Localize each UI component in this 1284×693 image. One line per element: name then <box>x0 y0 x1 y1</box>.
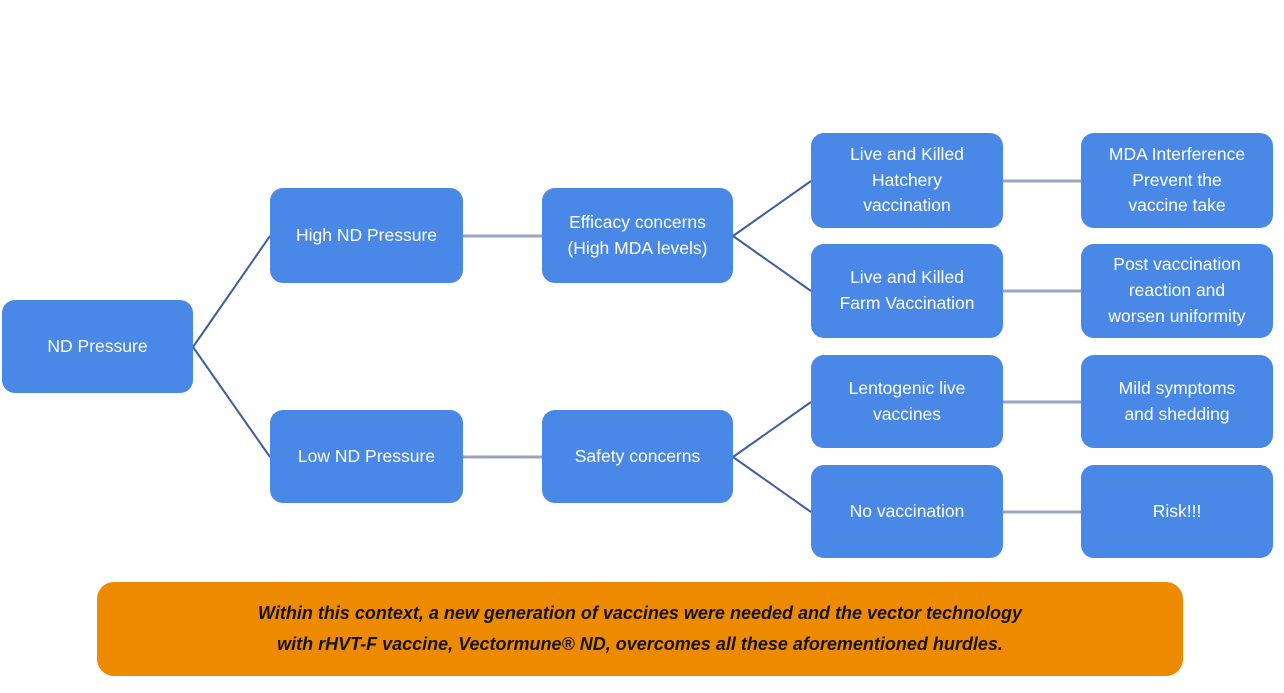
node-safety-concerns: Safety concerns <box>542 410 733 503</box>
node-mda-interference: MDA Interference Prevent the vaccine tak… <box>1081 133 1273 228</box>
connector-root-low <box>192 346 271 458</box>
node-live-killed-farm-vaccination: Live and Killed Farm Vaccination <box>811 244 1003 338</box>
node-safety-concerns-label: Safety concerns <box>574 445 701 466</box>
node-risk-label: Risk!!! <box>1152 500 1202 521</box>
node-efficacy-concerns-label: Efficacy concerns (High MDA levels) <box>567 211 708 258</box>
node-live-killed-hatchery-vaccination: Live and Killed Hatchery vaccination <box>811 133 1003 228</box>
connector-safety-novaccination <box>732 456 812 513</box>
connector-root-high <box>192 235 271 348</box>
node-high-nd-pressure: High ND Pressure <box>270 188 463 283</box>
node-live-killed-farm-label: Live and Killed Farm Vaccination <box>839 267 975 313</box>
node-nd-pressure: ND Pressure <box>2 300 193 393</box>
node-post-vaccination-reaction-label: Post vaccination reaction and worsen uni… <box>1108 254 1246 326</box>
node-no-vaccination: No vaccination <box>811 465 1003 558</box>
node-lentogenic-live-vaccines: Lentogenic live vaccines <box>811 355 1003 448</box>
node-lentogenic-live-label: Lentogenic live vaccines <box>848 377 966 424</box>
node-live-killed-hatchery-label: Live and Killed Hatchery vaccination <box>850 143 964 216</box>
node-mild-symptoms-shedding-label: Mild symptoms and shedding <box>1118 377 1236 424</box>
node-low-nd-pressure: Low ND Pressure <box>270 410 463 503</box>
connector-efficacy-farm <box>732 235 812 292</box>
connector-efficacy-hatchery <box>732 180 812 237</box>
node-post-vaccination-reaction: Post vaccination reaction and worsen uni… <box>1081 244 1273 338</box>
node-no-vaccination-label: No vaccination <box>849 500 965 521</box>
connector-safety-lentogenic <box>732 401 812 458</box>
node-low-nd-pressure-label: Low ND Pressure <box>297 445 436 466</box>
node-risk: Risk!!! <box>1081 465 1273 558</box>
node-high-nd-pressure-label: High ND Pressure <box>295 224 438 245</box>
node-efficacy-concerns: Efficacy concerns (High MDA levels) <box>542 188 733 283</box>
node-mild-symptoms-shedding: Mild symptoms and shedding <box>1081 355 1273 448</box>
conclusion-banner-text: Within this context, a new generation of… <box>258 603 1022 654</box>
conclusion-banner: Within this context, a new generation of… <box>97 582 1183 676</box>
node-mda-interference-label: MDA Interference Prevent the vaccine tak… <box>1108 143 1246 216</box>
node-nd-pressure-label: ND Pressure <box>47 335 148 356</box>
